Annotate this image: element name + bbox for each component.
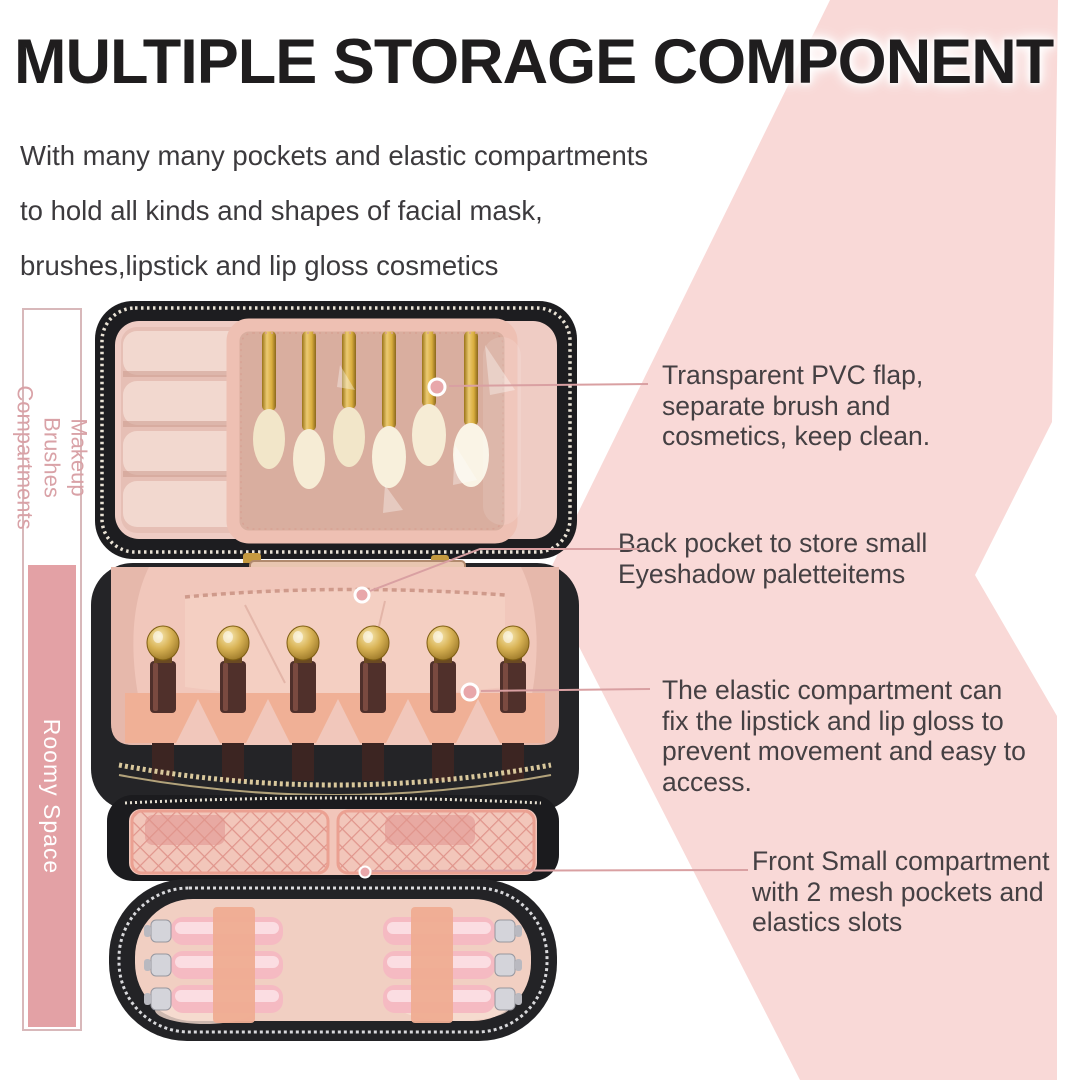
- bag-main-compartment: [91, 560, 579, 811]
- zipper-teeth: [117, 886, 549, 1034]
- chevron-shape: [545, 0, 1058, 1080]
- bag-top-compartment: [95, 301, 577, 567]
- side-label-roomy-space: Roomy Space: [28, 565, 76, 1027]
- back-pocket: [184, 587, 506, 697]
- side-label-makeup-brushes-text: Makeup Brushes Compartments: [12, 384, 92, 530]
- front-zipper: [118, 762, 552, 788]
- zipper-teeth: [124, 796, 542, 805]
- elastic-lipstick-slots: [125, 693, 545, 743]
- elastic-band: [411, 907, 453, 1023]
- side-label-roomy-space-text: Roomy Space: [39, 718, 66, 874]
- pvc-shine: [337, 345, 515, 513]
- bag-front-compartment: [107, 795, 559, 1041]
- callout-front-compartment: Front Small compartment with 2 mesh pock…: [752, 846, 1050, 937]
- makeup-brushes: [253, 331, 489, 489]
- product-photo-makeup-bag: [91, 301, 579, 1041]
- callout-pvc-flap: Transparent PVC flap, separate brush and…: [662, 360, 931, 451]
- side-label-makeup-brushes: Makeup Brushes Compartments: [13, 322, 92, 592]
- mesh-pockets: [130, 809, 536, 875]
- gold-cap-bottles: [146, 625, 530, 781]
- page-title: MULTIPLE STORAGE COMPONENT: [14, 27, 1054, 97]
- intro-paragraph: With many many pockets and elastic compa…: [20, 140, 649, 281]
- callout-elastic-compartment: The elastic compartment can fix the lips…: [662, 675, 1026, 797]
- pvc-flap-panel: [226, 318, 521, 544]
- elastic-gathered-edge: [184, 587, 506, 599]
- side-label-box: Makeup Brushes Compartments Roomy Space: [13, 308, 92, 1031]
- callout-back-pocket: Back pocket to store small Eyeshadow pal…: [618, 528, 928, 589]
- ruffle-trim: [226, 318, 518, 544]
- elastic-band: [213, 907, 255, 1023]
- zipper-teeth: [100, 306, 572, 554]
